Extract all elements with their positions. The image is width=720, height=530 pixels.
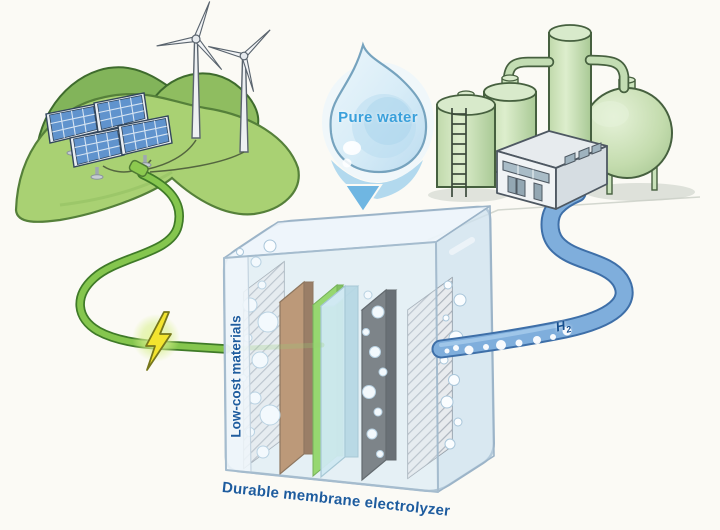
wind-turbine-1 xyxy=(156,1,223,139)
wind-turbine-2 xyxy=(208,29,271,153)
case-front-face xyxy=(223,241,439,493)
hydrogen-bubbles xyxy=(444,326,572,355)
storage-tank-with-ladder xyxy=(436,90,496,197)
factory-windows xyxy=(564,142,602,166)
pure-water-label: Pure water xyxy=(338,109,418,126)
low-cost-materials-label: Low-cost materials xyxy=(228,315,244,438)
down-arrow-icon xyxy=(331,160,423,214)
factory-building xyxy=(496,130,608,210)
wind-turbines xyxy=(156,1,271,153)
pure-water-droplet xyxy=(322,41,434,214)
blue-membrane-plate xyxy=(319,284,360,479)
lightning-bolt-icon xyxy=(132,311,180,371)
ladder xyxy=(451,108,467,197)
cable-plug xyxy=(128,159,149,178)
factory-doors xyxy=(507,175,543,202)
copper-electrode-plate xyxy=(278,280,315,476)
window-strip xyxy=(502,160,550,184)
electrolyzer-cube xyxy=(222,205,496,493)
porous-mesh-layer-right xyxy=(407,276,453,480)
